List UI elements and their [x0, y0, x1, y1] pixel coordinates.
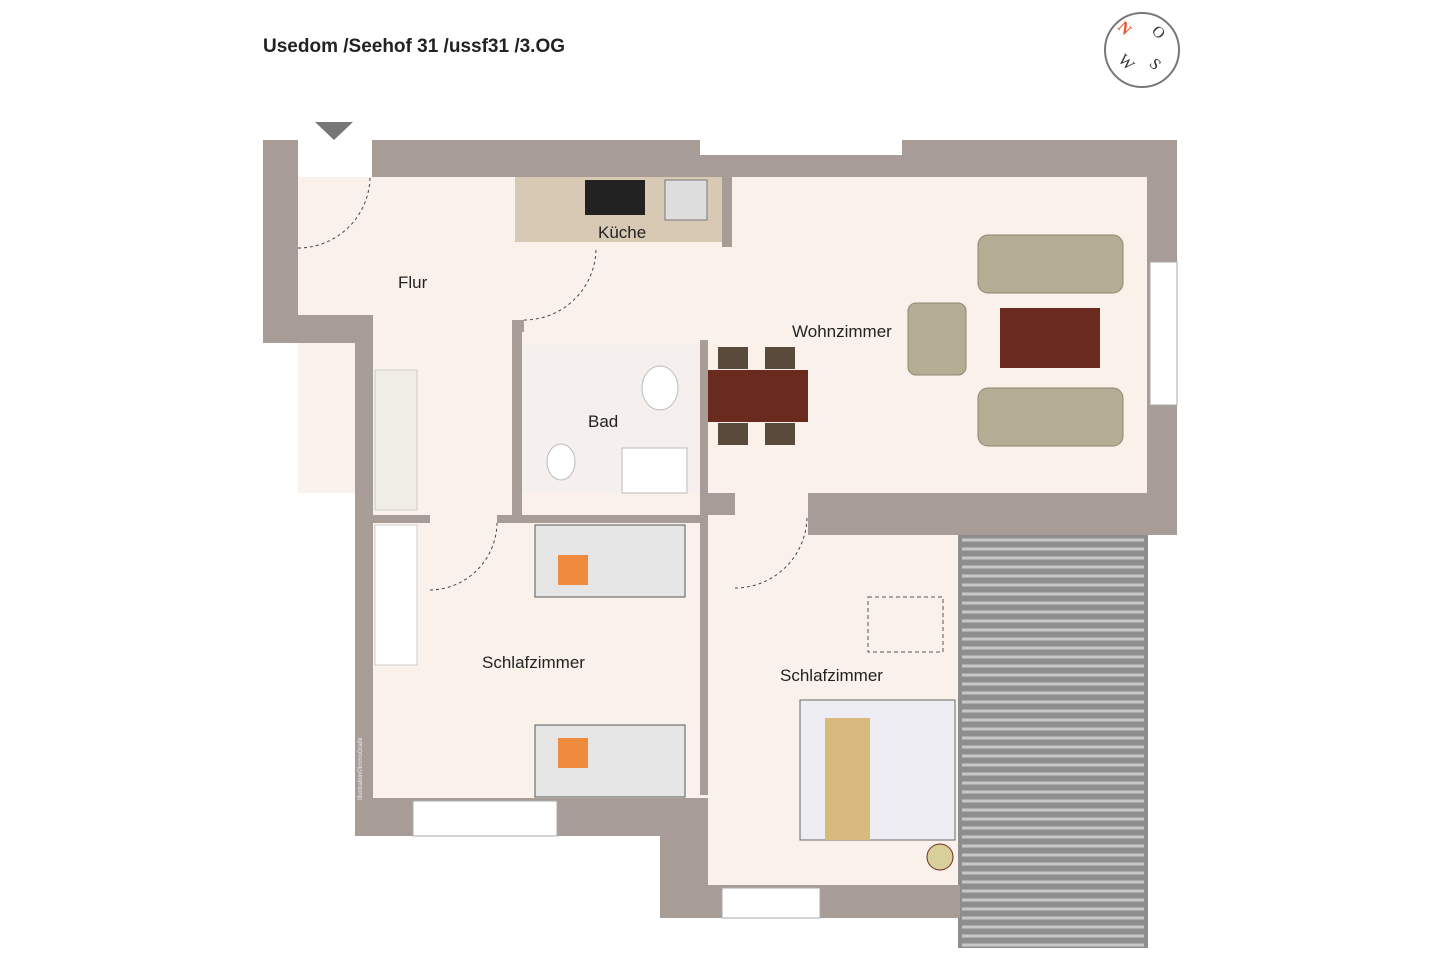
illustration-credit: Illustration©ImmoGrafik	[358, 737, 364, 800]
bed-blanket	[825, 718, 870, 840]
sink-icon	[585, 180, 645, 215]
washbasin-icon	[641, 365, 679, 411]
wardrobe	[374, 524, 418, 666]
wardrobe	[374, 369, 418, 511]
shower-icon	[621, 447, 688, 494]
room-label-flur: Flur	[398, 273, 428, 292]
compass-icon: N O S W	[1104, 12, 1180, 88]
skylight	[867, 596, 944, 653]
nightstand-lamp	[926, 843, 954, 871]
room-label-schlafzimmer-2: Schlafzimmer	[780, 666, 883, 685]
terrace	[958, 535, 1148, 948]
dining-table	[708, 370, 808, 422]
coffee-table	[1000, 308, 1100, 368]
single-beds	[534, 524, 686, 798]
entrance-arrow-icon	[315, 122, 353, 140]
room-label-schlafzimmer-1: Schlafzimmer	[482, 653, 585, 672]
dining-chairs	[718, 347, 795, 445]
stove-icon	[664, 179, 708, 221]
windows	[412, 261, 1178, 919]
room-label-wohnzimmer: Wohnzimmer	[792, 322, 892, 341]
room-label-bad: Bad	[588, 412, 619, 431]
toilet-icon	[546, 443, 576, 481]
room-label-kueche: Küche	[598, 223, 647, 242]
double-bed	[799, 699, 956, 841]
plan-title: Usedom /Seehof 31 /ussf31 /3.OG	[263, 36, 565, 57]
sofas	[907, 234, 1124, 447]
door-swings	[297, 176, 808, 591]
